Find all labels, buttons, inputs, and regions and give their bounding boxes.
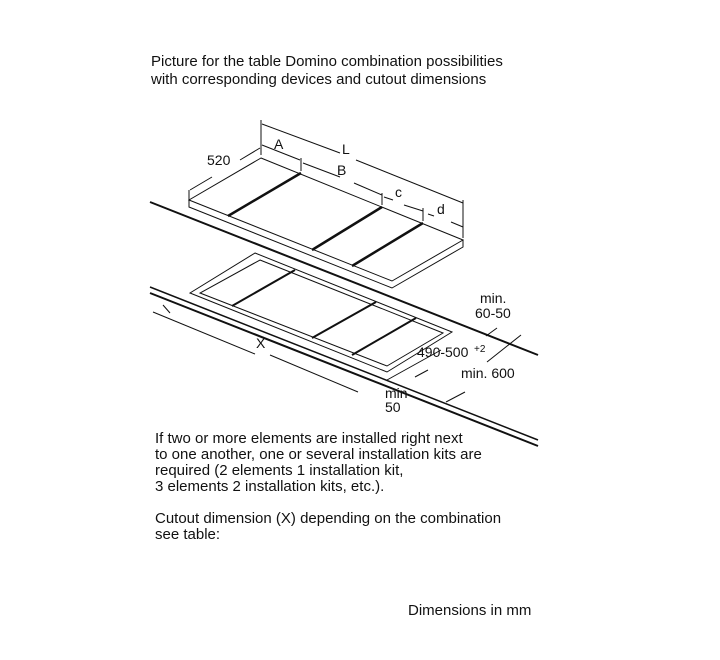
dimension-line	[239, 147, 261, 161]
label-a: A	[274, 136, 284, 152]
label-520: 520	[207, 152, 231, 168]
label-c: c	[395, 184, 402, 200]
dimension-line	[162, 304, 171, 314]
kit-note-line-4: 3 elements 2 installation kits, etc.).	[155, 478, 385, 495]
dimension-line	[355, 159, 464, 204]
dimension-line	[414, 369, 429, 378]
dimension-line	[152, 311, 256, 355]
hob-divider-c	[351, 221, 424, 268]
cutout-divider	[231, 269, 296, 307]
label-min-front-1: min	[385, 385, 408, 401]
hob-top-surface	[187, 157, 465, 282]
label-cutout-depth: 490-500	[417, 344, 469, 360]
cutout-divider	[311, 301, 377, 339]
label-x: X	[256, 335, 266, 351]
label-min-front-2: 50	[385, 399, 401, 415]
dimension-line	[445, 391, 466, 403]
hob-divider-b	[311, 205, 383, 252]
dimension-line	[403, 204, 424, 212]
cutout-note-line-1: Cutout dimension (X) depending on the co…	[155, 510, 502, 527]
dimension-line	[386, 349, 442, 381]
dimension-line	[302, 162, 341, 178]
dimension-line	[450, 221, 464, 228]
label-d: d	[437, 201, 445, 217]
countertop-front-line	[149, 292, 539, 447]
heading-line-1: Picture for the table Domino combination…	[151, 53, 503, 70]
countertop-front-line	[149, 286, 539, 441]
dimension-line	[189, 176, 213, 191]
cutout-frame-outer	[188, 252, 454, 373]
label-cutout-tolerance: +2	[474, 344, 486, 355]
hob-divider-a	[227, 171, 302, 218]
hob-thickness-edge	[188, 200, 464, 289]
label-l: L	[342, 141, 350, 157]
label-min-back-2: 60-50	[475, 305, 511, 321]
heading-line-2: with corresponding devices and cutout di…	[151, 71, 487, 88]
countertop-edge-line	[149, 201, 539, 356]
label-min-600: min. 600	[461, 365, 515, 381]
dimension-line	[269, 354, 359, 393]
units-note: Dimensions in mm	[408, 602, 532, 619]
dimension-line	[486, 334, 522, 363]
cutout-frame-inner	[198, 259, 445, 367]
label-min-back-1: min.	[480, 290, 506, 306]
dimension-line	[427, 213, 435, 217]
cutout-note-line-2: see table:	[155, 526, 221, 543]
kit-note-line-1: If two or more elements are installed ri…	[155, 430, 463, 447]
kit-note-line-3: required (2 elements 1 installation kit,	[155, 462, 404, 479]
dimension-line	[261, 123, 341, 154]
cutout-divider	[351, 317, 417, 356]
dimension-line	[353, 182, 383, 196]
dimension-line	[383, 196, 394, 201]
dimension-line	[261, 144, 301, 161]
dimension-line	[485, 327, 498, 337]
label-b: B	[337, 162, 346, 178]
kit-note-line-2: to one another, one or several installat…	[155, 446, 482, 463]
